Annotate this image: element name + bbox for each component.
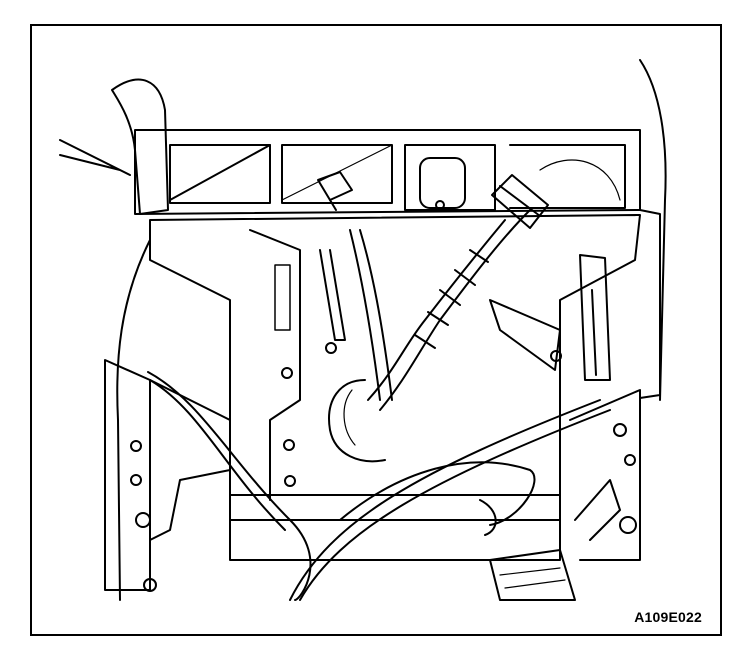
left-side-panel bbox=[59, 78, 231, 601]
wiring-harness bbox=[328, 209, 531, 463]
connector-left bbox=[317, 171, 353, 211]
loose-cables bbox=[147, 371, 621, 601]
upper-bracket bbox=[134, 129, 641, 215]
connector-right bbox=[491, 174, 549, 229]
right-side-panel bbox=[569, 59, 667, 561]
center-cavity bbox=[149, 214, 641, 561]
diagram-frame bbox=[30, 24, 722, 636]
figure-code-label: A109E022 bbox=[634, 609, 702, 625]
